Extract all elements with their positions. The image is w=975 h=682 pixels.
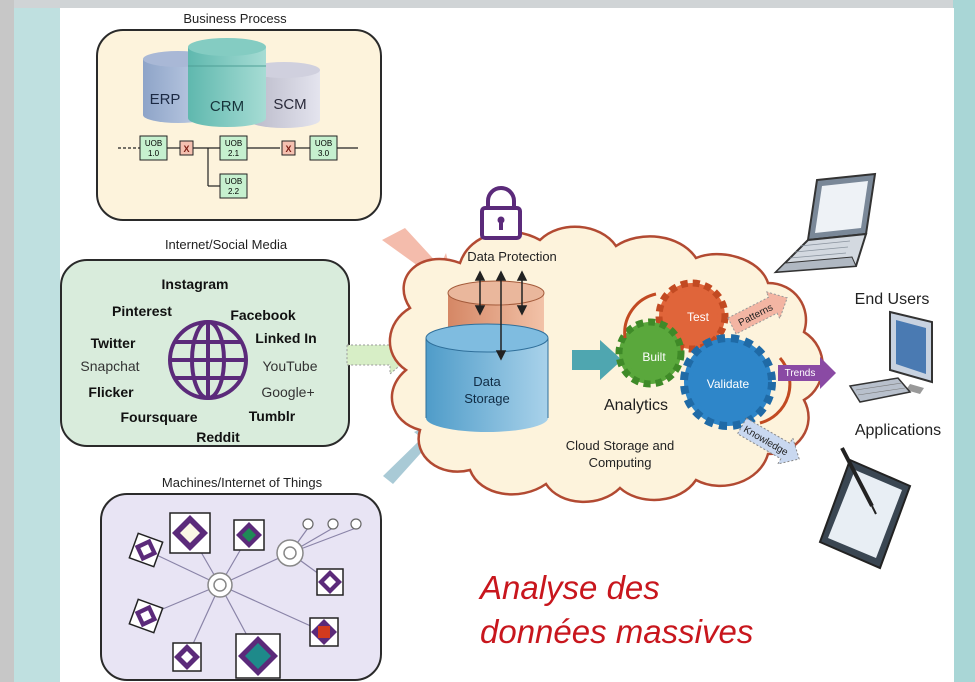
svg-text:X: X xyxy=(183,144,189,154)
snapchat-label: Snapchat xyxy=(80,358,139,374)
svg-text:UOB: UOB xyxy=(225,177,242,186)
data-storage-line1: Data xyxy=(473,374,501,389)
left-frame-strip xyxy=(0,0,14,682)
reddit-label: Reddit xyxy=(196,429,240,445)
erp-label: ERP xyxy=(150,91,181,108)
iot-title: Machines/Internet of Things xyxy=(162,475,323,490)
svg-text:X: X xyxy=(285,144,291,154)
social-network-list: Instagram Pinterest Facebook Twitter Lin… xyxy=(80,276,317,445)
validate-gear: Validate xyxy=(680,334,776,430)
business-process-title: Business Process xyxy=(183,11,287,26)
foursquare-label: Foursquare xyxy=(120,409,197,425)
instagram-label: Instagram xyxy=(162,276,229,292)
process-flow xyxy=(118,147,358,187)
trends-label: Trends xyxy=(785,368,816,379)
crm-database: CRM xyxy=(188,38,266,127)
svg-text:3.0: 3.0 xyxy=(318,149,330,158)
analytics-label: Analytics xyxy=(604,397,668,414)
lock-icon xyxy=(480,186,522,240)
applications-label: Applications xyxy=(855,422,941,439)
built-gear: Built xyxy=(615,318,685,388)
data-storage-line2: Storage xyxy=(464,391,510,406)
laptop-icon xyxy=(773,172,877,274)
caption-line1: Analyse des xyxy=(480,569,660,606)
svg-text:2.2: 2.2 xyxy=(228,187,240,196)
validate-gear-label: Validate xyxy=(707,377,750,391)
end-users-label: End Users xyxy=(855,291,930,308)
cloud-caption-line2: Computing xyxy=(589,455,652,470)
slide-caption: Analyse des données massives xyxy=(480,566,900,654)
svg-text:2.1: 2.1 xyxy=(228,149,240,158)
gate-x-2: X xyxy=(281,140,296,156)
uob-1-0-box: UOB 1.0 xyxy=(139,135,168,161)
gate-x-1: X xyxy=(179,140,194,156)
flicker-label: Flicker xyxy=(88,384,134,400)
facebook-label: Facebook xyxy=(230,307,296,323)
youtube-label: YouTube xyxy=(262,358,317,374)
test-gear-label: Test xyxy=(687,310,710,324)
big-data-diagram: Business Process ERP SCM CRM UOB 1.0 xyxy=(60,11,941,681)
iot-hub xyxy=(207,539,304,598)
data-protection-label: Data Protection xyxy=(467,249,557,264)
top-frame-strip xyxy=(0,0,975,8)
svg-text:UOB: UOB xyxy=(225,139,242,148)
svg-text:1.0: 1.0 xyxy=(148,149,160,158)
pinterest-label: Pinterest xyxy=(112,303,172,319)
cloud-caption-line1: Cloud Storage and xyxy=(566,438,674,453)
tablet-icon xyxy=(818,447,912,570)
svg-text:UOB: UOB xyxy=(315,139,332,148)
uob-2-1-box: UOB 2.1 xyxy=(219,135,248,161)
globe-icon xyxy=(168,320,248,400)
twitter-label: Twitter xyxy=(91,335,136,351)
storage-io-arrows xyxy=(474,270,528,361)
crm-label: CRM xyxy=(210,98,244,115)
data-storage-cylinder: Data Storage xyxy=(425,323,549,432)
trends-arrow: Trends xyxy=(778,357,836,389)
storage-to-analytics-arrow xyxy=(572,340,622,380)
uob-2-2-box: UOB 2.2 xyxy=(219,173,248,199)
desktop-computer-icon xyxy=(848,310,933,403)
svg-text:UOB: UOB xyxy=(145,139,162,148)
iot-chip-nodes xyxy=(128,512,362,679)
linkedin-label: Linked In xyxy=(255,330,316,346)
googleplus-label: Google+ xyxy=(261,384,314,400)
scm-label: SCM xyxy=(273,96,306,113)
right-frame-strip xyxy=(953,0,975,682)
social-media-title: Internet/Social Media xyxy=(165,237,288,252)
uob-3-0-box: UOB 3.0 xyxy=(309,135,338,161)
diagram-canvas: Business Process ERP SCM CRM UOB 1.0 xyxy=(60,8,954,682)
built-gear-label: Built xyxy=(642,350,666,364)
tumblr-label: Tumblr xyxy=(249,408,296,424)
caption-line2: données massives xyxy=(480,613,754,650)
